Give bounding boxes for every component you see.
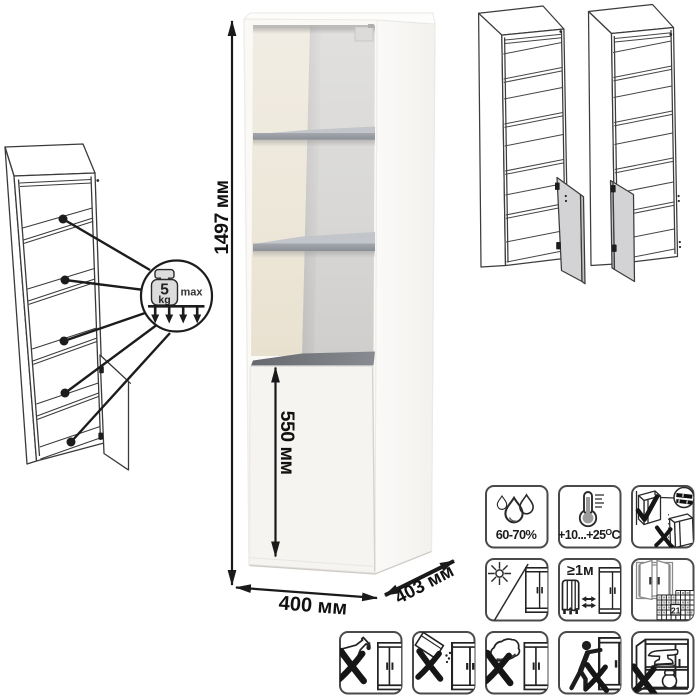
svg-text:550 мм: 550 мм	[276, 411, 298, 475]
svg-text:400 мм: 400 мм	[278, 592, 348, 619]
svg-text:60-70%: 60-70%	[496, 527, 538, 542]
svg-text:1497 мм: 1497 мм	[211, 180, 233, 254]
svg-text:5: 5	[160, 282, 169, 299]
svg-text:+10...+25OC: +10...+25OC	[558, 527, 620, 542]
svg-text:≥1м: ≥1м	[567, 563, 594, 579]
svg-text:403 мм: 403 мм	[391, 560, 457, 608]
svg-text:21: 21	[671, 605, 681, 615]
svg-text:kg: kg	[158, 294, 170, 306]
svg-text:max: max	[181, 287, 204, 299]
